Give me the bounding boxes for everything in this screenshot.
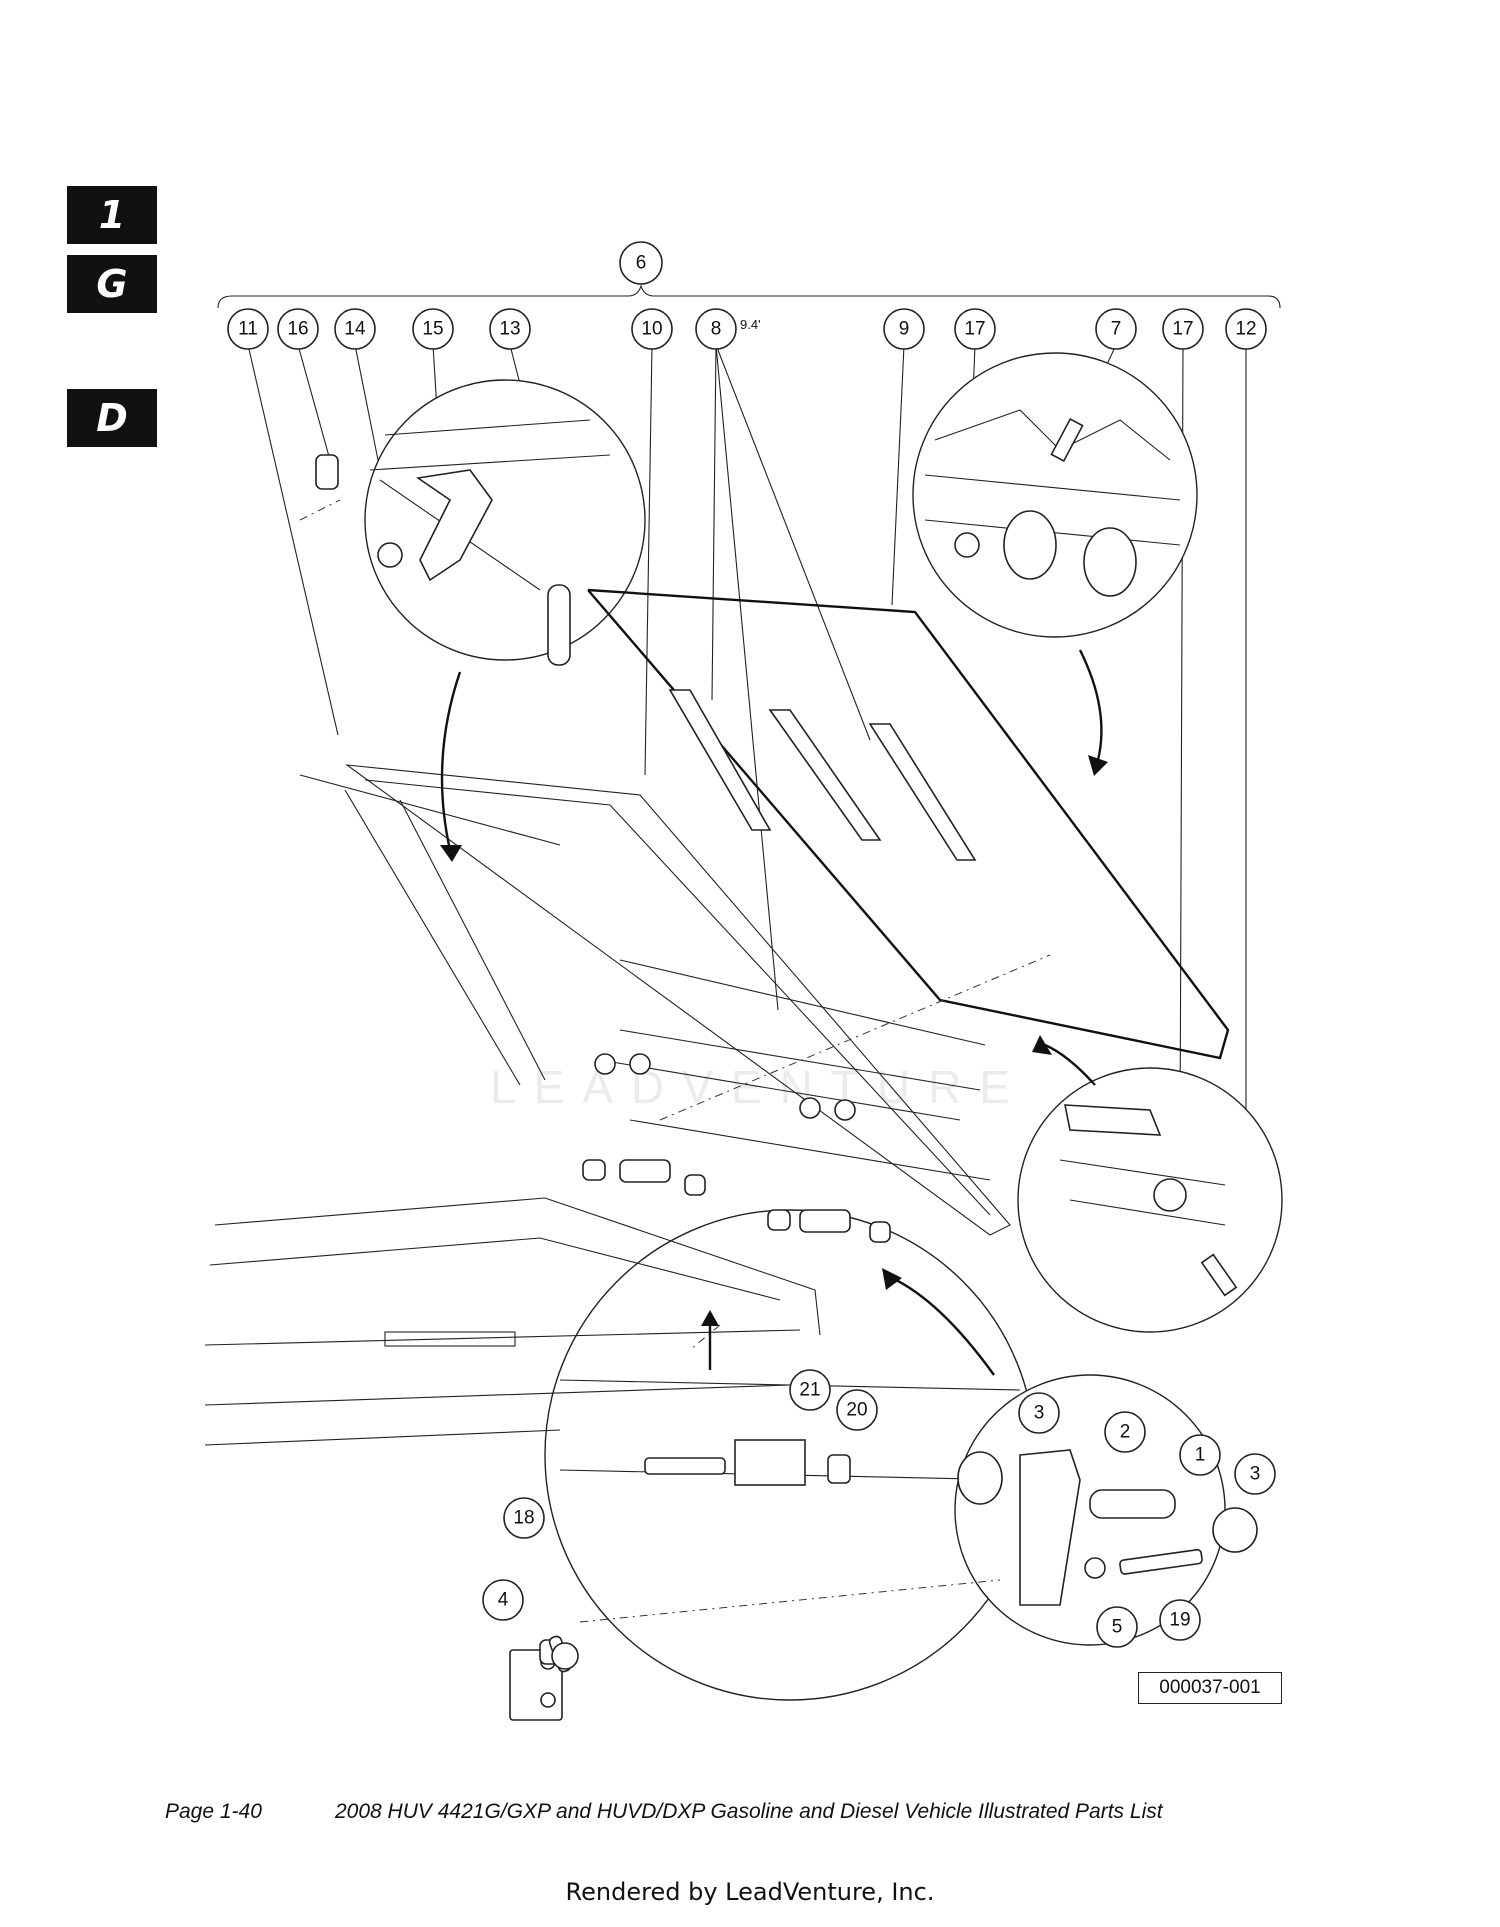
detail-circle-hinge — [912, 352, 1198, 638]
section-tab-g: G — [67, 255, 157, 313]
watermark: LEADVENTURE — [490, 1061, 1028, 1113]
torque-note: 9.4' — [740, 317, 761, 332]
figure-id: 000037-001 — [1138, 1672, 1282, 1704]
callout-14: 14 — [334, 308, 376, 350]
callout-20: 20 — [836, 1389, 878, 1431]
callout-15: 15 — [412, 308, 454, 350]
hardware-parts — [509, 1635, 579, 1721]
callout-3b: 3 — [1234, 1453, 1276, 1495]
callout-label: 17 — [964, 319, 985, 340]
callout-label: 18 — [513, 1508, 534, 1529]
detail-circle-hinge-parts — [954, 1374, 1258, 1646]
detail-circle-latch — [315, 379, 646, 666]
callout-2: 2 — [1104, 1411, 1146, 1453]
callout-17: 17 — [954, 308, 996, 350]
callout-11: 11 — [227, 308, 269, 350]
callout-17b: 17 — [1162, 308, 1204, 350]
detail-circle-nut — [1017, 1067, 1283, 1333]
callout-8: 8 — [695, 308, 737, 350]
callout-18: 18 — [503, 1497, 545, 1539]
callout-9: 9 — [883, 308, 925, 350]
callout-5: 5 — [1096, 1606, 1138, 1648]
callout-label-6: 6 — [636, 253, 647, 274]
assembly-lines — [299, 499, 1051, 1623]
arrows — [440, 649, 1108, 1376]
callout-label: 15 — [422, 319, 443, 340]
callout-6: 6 — [619, 241, 663, 285]
callout-21: 21 — [789, 1369, 831, 1411]
callout-label: 14 — [344, 319, 366, 340]
callout-label: 3 — [1034, 1403, 1045, 1424]
callout-16: 16 — [277, 308, 319, 350]
tailgate-panel — [299, 588, 1230, 1236]
detail-circle-bolt — [544, 1209, 1036, 1701]
callout-12: 12 — [1225, 308, 1267, 350]
callout-label: 3 — [1250, 1464, 1261, 1485]
footer-title: 2008 HUV 4421G/GXP and HUVD/DXP Gasoline… — [335, 1800, 1163, 1823]
callout-label: 8 — [711, 319, 722, 340]
callout-label: 5 — [1112, 1617, 1123, 1638]
callout-label: 10 — [641, 319, 662, 340]
callout-1: 1 — [1179, 1434, 1221, 1476]
callout-label: 1 — [1195, 1445, 1206, 1466]
callout-label: 19 — [1169, 1610, 1190, 1631]
callout-19: 19 — [1159, 1599, 1201, 1641]
callout-label: 2 — [1120, 1422, 1131, 1443]
callout-7: 7 — [1095, 308, 1137, 350]
callout-label: 9 — [899, 319, 910, 340]
callout-label: 16 — [287, 319, 308, 340]
callout-label: 21 — [799, 1380, 820, 1401]
callout-3: 3 — [1018, 1392, 1060, 1434]
rendered-by-notice: Rendered by LeadVenture, Inc. — [565, 1878, 935, 1906]
callout-label: 7 — [1111, 319, 1122, 340]
callout-4: 4 — [482, 1579, 524, 1621]
footer-page-number: Page 1-40 — [165, 1800, 262, 1823]
bed-floor — [204, 1197, 821, 1446]
callout-label: 11 — [238, 319, 258, 340]
callout-label: 17 — [1172, 319, 1193, 340]
section-tab-1: 1 — [67, 186, 157, 244]
callout-10: 10 — [631, 308, 673, 350]
callout-13: 13 — [489, 308, 531, 350]
section-tab-d: D — [67, 389, 157, 447]
callout-label: 20 — [846, 1400, 867, 1421]
hinge-assemblies — [582, 1053, 891, 1243]
callout-label: 12 — [1235, 319, 1256, 340]
group-bracket — [217, 284, 1281, 309]
callout-label: 13 — [499, 319, 520, 340]
callout-label: 4 — [498, 1590, 509, 1611]
